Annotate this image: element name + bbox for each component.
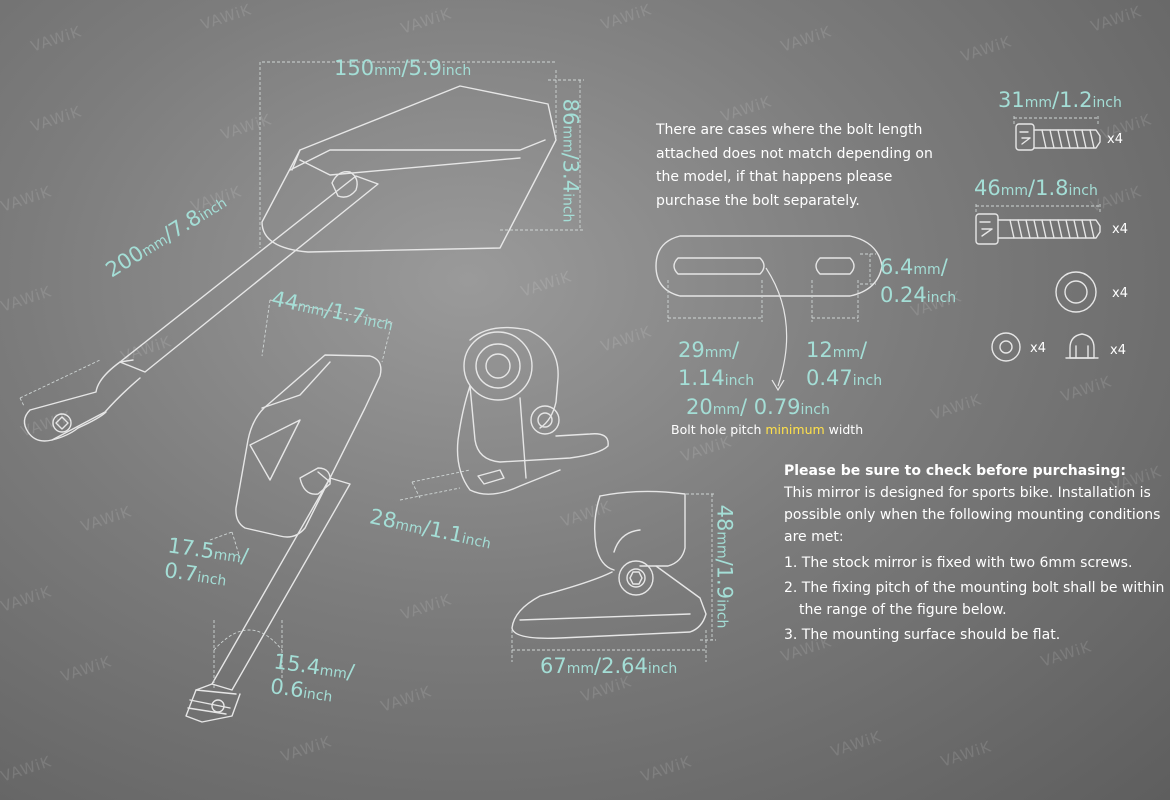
dim-unit: mm	[566, 661, 595, 677]
mount-round-drawing	[456, 326, 609, 495]
mirror-side-drawing	[185, 354, 382, 723]
condition-list: 1. The stock mirror is fixed with two 6m…	[784, 552, 1166, 646]
mount-bracket-drawing	[511, 490, 707, 639]
dim-value: 1.2	[1059, 88, 1093, 112]
dim-unit: mm	[712, 402, 741, 418]
dim-value: 86	[558, 98, 583, 126]
dim-sep: /	[1028, 176, 1036, 200]
pitch-caption-text: width	[824, 422, 864, 437]
dim-unit: mm	[704, 345, 733, 361]
cap-nut-qty: x4	[1110, 343, 1126, 358]
washer-small-qty: x4	[1030, 341, 1046, 356]
pitch-caption-highlight: minimum	[765, 422, 825, 437]
dim-unit: inch	[559, 193, 576, 223]
notice-intro: This mirror is designed for sports bike.…	[784, 485, 1161, 545]
dim-value: 0.6	[268, 674, 306, 703]
purchase-check-notice: Please be sure to check before purchasin…	[784, 460, 1166, 649]
bolt-length-note: There are cases where the bolt length at…	[656, 122, 933, 209]
dim-unit: mm	[832, 345, 861, 361]
dim-pitch: 20mm/ 0.79inch	[686, 397, 830, 418]
dim-value: 46	[974, 176, 1001, 200]
dim-value: 31	[998, 88, 1025, 112]
dim-unit: inch	[1068, 183, 1098, 199]
dim-unit: mm	[212, 546, 242, 567]
dim-value: 0.47	[806, 366, 853, 390]
dim-unit: inch	[800, 402, 830, 418]
dim-sep: /	[940, 255, 948, 279]
dim-unit: inch	[196, 569, 228, 590]
dim-value: 1.14	[678, 366, 725, 390]
dim-value: 0.7	[162, 558, 200, 587]
dim-slot-width: 6.4mm/ 0.24inch	[880, 255, 956, 311]
dim-unit: mm	[559, 125, 576, 153]
dim-value: 0.79	[753, 395, 801, 419]
washer-small-drawing	[991, 332, 1021, 362]
bolt-long-drawing	[975, 213, 1101, 245]
dim-value: 67	[540, 654, 567, 678]
pitch-caption: Bolt hole pitch minimum width	[671, 422, 863, 437]
dim-sep: /	[740, 395, 754, 419]
washer-large-qty: x4	[1112, 286, 1128, 301]
dim-sep: /	[1052, 88, 1060, 112]
dim-unit: inch	[926, 290, 957, 306]
dim-height: 86mm/3.4inch	[558, 98, 583, 223]
bolt-short-drawing	[1015, 123, 1101, 151]
dim-sep: /	[860, 338, 868, 362]
dim-unit: mm	[1024, 95, 1053, 111]
dim-value: 1.8	[1035, 176, 1069, 200]
dim-unit: inch	[302, 685, 334, 706]
dim-unit: inch	[852, 373, 883, 389]
dim-slot-left: 29mm/ 1.14inch	[678, 338, 754, 394]
condition-item: 3. The mounting surface should be flat.	[784, 627, 1061, 643]
dim-sep: /	[594, 654, 602, 678]
bolt-short-qty: x4	[1107, 132, 1123, 147]
dim-value: 48	[712, 504, 737, 532]
dim-value: 2.64	[601, 654, 648, 678]
dim-value: 6.4	[880, 255, 914, 279]
dim-slot-right: 12mm/ 0.47inch	[806, 338, 882, 394]
dim-bracket-height: 48mm/1.9inch	[712, 504, 737, 629]
condition-item: 2. The fixing pitch of the mounting bolt…	[784, 580, 1165, 618]
dim-unit: inch	[1092, 95, 1122, 111]
dim-top-width: 150mm/5.9inch	[334, 58, 471, 79]
notice-title: Please be sure to check before purchasin…	[784, 463, 1126, 479]
dim-value: 12	[806, 338, 833, 362]
dim-value: 5.9	[408, 56, 442, 80]
dim-sep: /	[732, 338, 740, 362]
dim-unit: mm	[913, 262, 941, 278]
dim-unit: inch	[441, 63, 472, 79]
washer-large-drawing	[1055, 271, 1097, 313]
dim-value: 20	[686, 395, 713, 419]
mirror-top-drawing	[23, 85, 557, 442]
dim-value: 3.4	[558, 159, 583, 194]
dim-unit: inch	[647, 661, 678, 677]
bolt-plate-drawing	[655, 235, 883, 297]
pitch-caption-text: Bolt hole pitch	[671, 422, 766, 437]
dim-unit: mm	[713, 531, 730, 559]
dim-unit: mm	[318, 662, 348, 683]
dim-value: 1.9	[712, 565, 737, 600]
dim-sep: /	[401, 56, 409, 80]
dim-bracket-width: 67mm/2.64inch	[540, 656, 677, 677]
dim-bolt-short: 31mm/1.2inch	[998, 90, 1122, 111]
dim-bolt-long: 46mm/1.8inch	[974, 178, 1098, 199]
dim-value: 29	[678, 338, 705, 362]
dim-value: 0.24	[880, 283, 927, 307]
cap-nut-drawing	[1065, 333, 1099, 359]
dim-unit: inch	[713, 599, 730, 629]
condition-item: 1. The stock mirror is fixed with two 6m…	[784, 555, 1133, 571]
dim-unit: mm	[1000, 183, 1029, 199]
dim-value: 150	[334, 56, 375, 80]
dim-unit: inch	[724, 373, 755, 389]
dim-unit: mm	[374, 63, 402, 79]
bolt-long-qty: x4	[1112, 222, 1128, 237]
